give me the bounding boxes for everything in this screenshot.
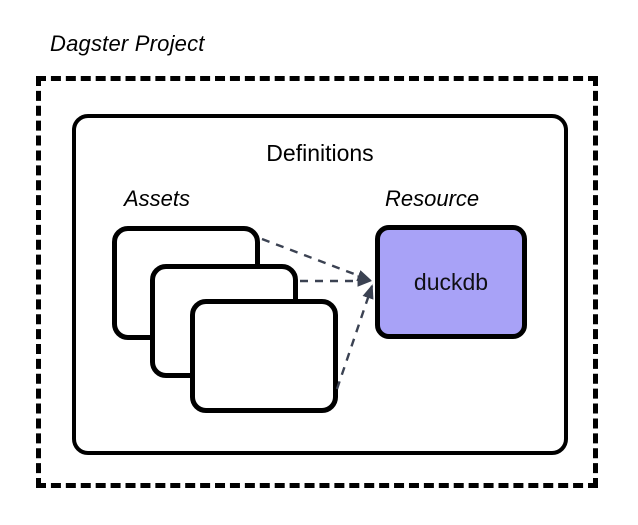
resource-duckdb-label: duckdb — [413, 268, 489, 295]
resource-duckdb-node[interactable]: duckdb — [375, 225, 527, 339]
project-container — [36, 76, 598, 488]
assets-group-label: Assets — [124, 186, 191, 211]
asset-card-3[interactable] — [190, 299, 338, 413]
project-title-label: Dagster Project — [50, 31, 205, 56]
resource-group-label: Resource — [385, 186, 480, 211]
definitions-title-label: Definitions — [266, 140, 374, 166]
